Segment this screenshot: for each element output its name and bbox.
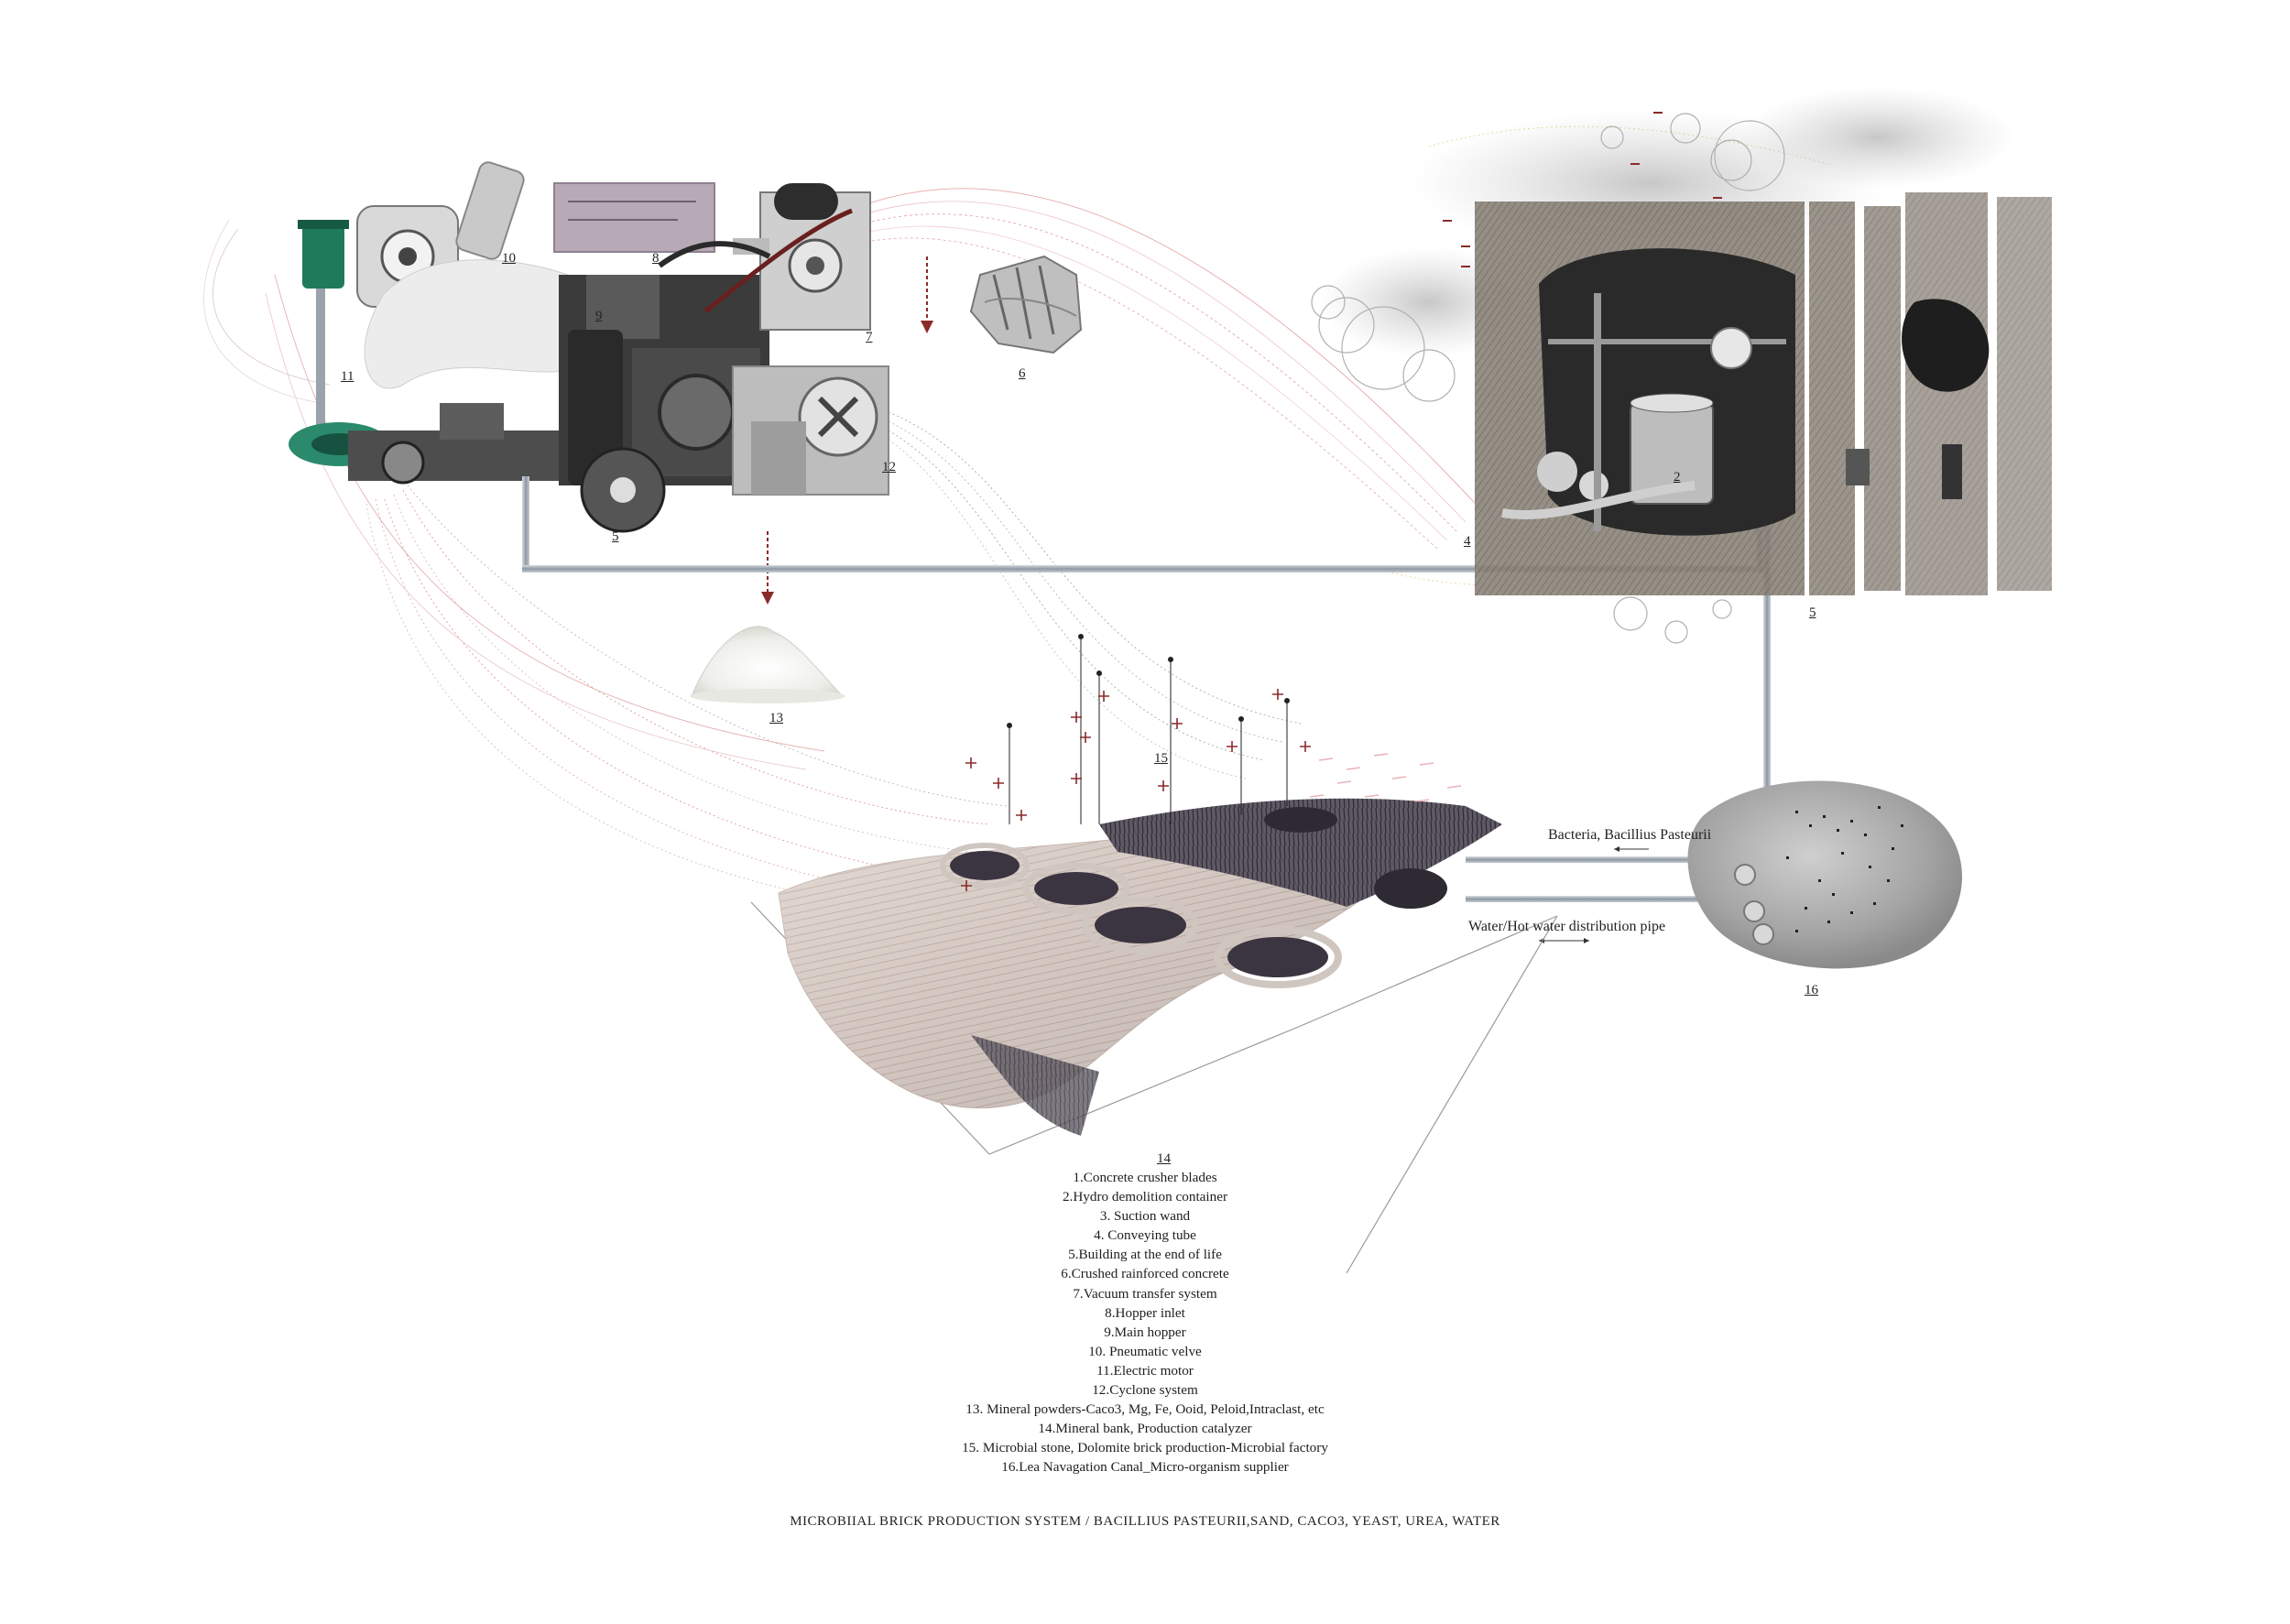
pink-particles: [1310, 754, 1461, 801]
pipe-drop-left: [522, 476, 529, 572]
building-end-of-life: [1312, 87, 2052, 643]
label-8: 8: [652, 251, 660, 267]
canal-micro-organism-supplier: [1688, 781, 1962, 969]
gear-icon: [1711, 328, 1751, 368]
hopper-inlet-plate: [554, 183, 714, 252]
diagram-caption: MICROBIIAL BRICK PRODUCTION SYSTEM / BAC…: [641, 1514, 1649, 1530]
label-4: 4: [1464, 534, 1471, 550]
legend-item: 1.Concrete crusher blades: [870, 1168, 1420, 1187]
label-5-building: 5: [1809, 605, 1816, 621]
legend-item: 2.Hydro demolition container: [870, 1187, 1420, 1206]
electric-motor-body: [302, 224, 344, 289]
motor-shaft: [316, 289, 325, 426]
label-12: 12: [882, 460, 896, 475]
component-legend: 1.Concrete crusher blades 2.Hydro demoli…: [870, 1168, 1420, 1477]
label-7: 7: [866, 330, 873, 345]
legend-item: 3. Suction wand: [870, 1206, 1420, 1226]
legend-item: 4. Conveying tube: [870, 1226, 1420, 1245]
legend-item: 6.Crushed rainforced concrete: [870, 1264, 1420, 1283]
legend-item: 13. Mineral powders-Caco3, Mg, Fe, Ooid,…: [870, 1400, 1420, 1419]
pneumatic-valve: [454, 160, 526, 262]
water-pipe-label: Water/Hot water distribution pipe: [1468, 919, 1665, 935]
microbial-stone-markers: [1008, 635, 1290, 825]
mineral-powder-pile: [690, 627, 845, 703]
label-16: 16: [1805, 983, 1818, 998]
label-5-machinery: 5: [612, 529, 619, 545]
label-10: 10: [502, 251, 516, 267]
label-6: 6: [1019, 366, 1026, 382]
legend-item: 12.Cyclone system: [870, 1380, 1420, 1400]
label-14: 14: [1157, 1151, 1171, 1167]
label-13: 13: [769, 711, 783, 726]
legend-item: 7.Vacuum transfer system: [870, 1284, 1420, 1303]
legend-item: 14.Mineral bank, Production catalyzer: [870, 1419, 1420, 1438]
label-2: 2: [1674, 470, 1681, 485]
crushed-concrete: [971, 256, 1081, 353]
legend-item: 16.Lea Navagation Canal_Micro-organism s…: [870, 1457, 1420, 1477]
legend-item: 5.Building at the end of life: [870, 1245, 1420, 1264]
machinery-cluster: [289, 160, 889, 531]
legend-item: 15. Microbial stone, Dolomite brick prod…: [870, 1438, 1420, 1457]
legend-item: 11.Electric motor: [870, 1361, 1420, 1380]
legend-item: 8.Hopper inlet: [870, 1303, 1420, 1323]
label-9: 9: [595, 309, 603, 324]
label-15: 15: [1154, 751, 1168, 767]
label-11: 11: [341, 369, 354, 385]
legend-item: 10. Pneumatic velve: [870, 1342, 1420, 1361]
legend-item: 9.Main hopper: [870, 1323, 1420, 1342]
bacteria-pipe-label: Bacteria, Bacillius Pasteurii: [1548, 827, 1711, 844]
